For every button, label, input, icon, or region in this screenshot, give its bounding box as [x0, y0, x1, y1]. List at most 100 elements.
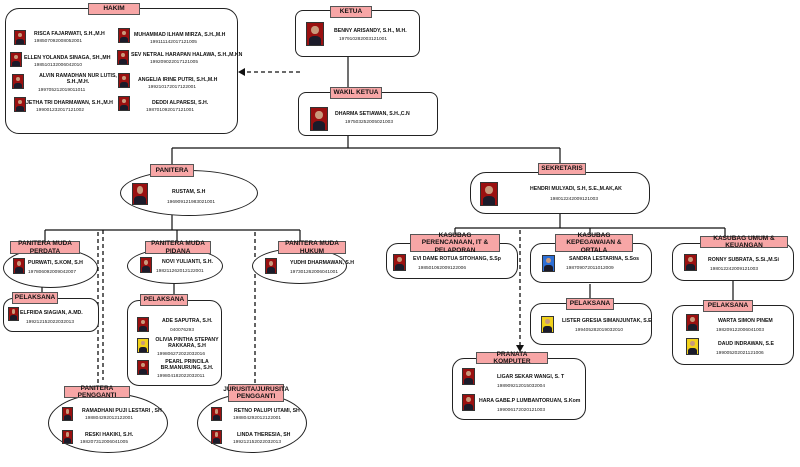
ks-ptip-title: KASUBAG PERENCANAAN, IT & PELAPORAN: [410, 232, 500, 254]
hakim-name-8: DEDDI ALPARESI, S.H.: [152, 100, 209, 106]
ks-ptip-nip: 198501062009122006: [418, 266, 467, 271]
hakim-name-4: SEV NETRAL HARAPAN HALAWA, S.H.,M.KN: [131, 52, 243, 58]
pm-pidana-title: PANITERA MUDA PIDANA: [145, 240, 211, 255]
jsp-photo-2: [211, 430, 222, 444]
prakom-nip-1: 198909212015032004: [497, 384, 546, 389]
pp-photo-1: [62, 407, 73, 421]
pm-pidana-name: NOVI YULIANTI, S.H.: [162, 259, 213, 265]
prakom-photo-2: [462, 394, 475, 411]
jsp-nip-2: 199212152022032013: [233, 440, 282, 445]
ks-kepeg-name: SANDRA LESTARINA, S.Sos: [569, 256, 640, 262]
wakil-ketua-title: WAKIL KETUA: [330, 87, 382, 99]
sekretaris-name: HENDRI MULYADI, S.H, S.E.,M.AK,AK: [530, 186, 622, 192]
pel-pidana-name-1: ADE SAPUTRA, S.H.: [162, 318, 213, 324]
hakim-photo-6: [118, 73, 130, 88]
hakim-photo-5: [12, 74, 24, 89]
hakim-name-2: MUHAMMAD ILHAM MIRZA, S.H.,M.H: [134, 32, 226, 38]
ketua-title: KETUA: [330, 6, 372, 18]
ks-umum-title: KASUBAG UMUM & KEUANGAN: [700, 235, 788, 249]
pel-umum-photo-1: [686, 314, 699, 331]
prakom-title: PRANATA KOMPUTER: [476, 351, 548, 365]
ks-kepeg-title: KASUBAG KEPEGAWAIAN & ORTALA: [555, 232, 633, 254]
pm-hukum-title: PANITERA MUDA HUKUM: [278, 240, 346, 255]
wakil-ketua-photo: [310, 107, 328, 131]
ks-kepeg-photo: [542, 255, 555, 272]
pel-perdata-name: ELFRIDA SIAGIAN, A.MD.: [20, 310, 83, 316]
jsp-title: JURUSITA/JURUSITA PENGGANTI: [223, 384, 290, 402]
hakim-nip-7: 199001232017121002: [36, 108, 85, 113]
hakim-nip-2: 199111142017121005: [150, 40, 197, 45]
hakim-photo-4: [117, 50, 129, 65]
prakom-name-2: HARA GABE.P LUMBANTORUAN, S.Kom: [479, 398, 581, 404]
pel-pidana-photo-2: [137, 338, 149, 353]
pel-kepeg-photo: [541, 316, 554, 333]
ks-umum-nip: 198012242009121003: [710, 267, 759, 272]
hakim-nip-1: 198507092008052001: [34, 39, 83, 44]
pp-nip-2: 198207312006041005: [80, 440, 129, 445]
pp-nip-1: 198804292012122001: [85, 416, 134, 421]
hakim-nip-5: 199705212019011011: [38, 88, 86, 93]
pp-name-2: RESKI HAKIKI, S.H.: [85, 432, 134, 438]
prakom-photo-1: [462, 368, 475, 385]
pel-umum-nip-2: 199005202021121006: [716, 351, 764, 356]
ks-ptip-photo: [393, 254, 406, 271]
pel-perdata-photo: [8, 307, 19, 321]
pel-perdata-nip: 199212152022032013: [26, 320, 75, 325]
pm-hukum-nip: 197301262006041001: [290, 270, 339, 275]
ks-kepeg-nip: 198709072011012009: [566, 266, 614, 271]
hakim-nip-4: 199209022017121005: [150, 60, 199, 65]
wakil-ketua-name: DHARMA SETIAWAN, S.H.,C.N: [335, 111, 410, 117]
ks-umum-photo: [684, 254, 697, 271]
pel-kepeg-nip: 199405282019032010: [575, 328, 624, 333]
panitera-nip: 196909121983021001: [167, 200, 216, 205]
pp-title: PANITERA PENGGANTI: [64, 385, 130, 399]
hakim-title: HAKIM: [88, 3, 140, 15]
panitera-title: PANITERA: [150, 164, 194, 177]
pel-umum-title: PELAKSANA: [703, 300, 753, 312]
ks-umum-name: RONNY SUBRATA, S.Si.,M.Si: [708, 257, 779, 263]
hakim-photo-3: [10, 52, 22, 67]
hakim-nip-8: 198701092017121001: [146, 108, 195, 113]
pm-hukum-photo: [265, 258, 277, 274]
jsp-photo-1: [211, 407, 222, 421]
pm-perdata-title: PANITERA MUDA PERDATA: [10, 240, 80, 255]
pm-pidana-nip: 198211262012122001: [156, 269, 204, 274]
pel-pidana-name-3: PEARL PRINCILA BR.MANURUNG, S.H.: [160, 359, 214, 371]
pel-pidana-nip-2: 199806272022032016: [157, 352, 206, 357]
hakim-photo-8: [118, 96, 130, 111]
pel-pidana-nip-3: 199804182022032011: [157, 374, 205, 379]
jsp-nip-1: 198804292012122001: [233, 416, 282, 421]
sekretaris-photo: [480, 182, 498, 206]
sekretaris-box: [470, 172, 650, 214]
hakim-name-7: JETHA TRI DHARMAWAN, S.H.,M.H: [26, 100, 113, 106]
hakim-name-3: ELLEN YOLANDA SINAGA, SH.,MH: [24, 55, 111, 61]
pel-pidana-photo-3: [137, 360, 149, 375]
pel-kepeg-title: PELAKSANA: [566, 298, 614, 310]
panitera-name: RUSTAM, S.H: [172, 189, 206, 195]
ketua-nip: 197910282003121001: [339, 37, 388, 42]
hakim-name-1: RISCA FAJARWATI, S.H.,M.H: [34, 31, 105, 37]
ketua-name: BENNY ARISANDY, S.H., M.H.: [334, 28, 407, 34]
pp-photo-2: [62, 430, 73, 444]
pp-name-1: RAMADHANI PUJI LESTARI , SH: [82, 408, 162, 414]
sekretaris-title: SEKRETARIS: [538, 163, 586, 175]
prakom-name-1: LIGAR SEKAR WANGI, S. T: [497, 374, 565, 380]
ks-ptip-name: EVI DAME ROTUA SITOHANG, S.Sp: [413, 256, 501, 262]
hakim-name-6: ANGELIA IRINE PUTRI, S.H.,M.H: [138, 77, 218, 83]
pel-pidana-title: PELAKSANA: [140, 294, 188, 306]
pel-pidana-nip-1: 040076293: [170, 328, 195, 333]
jsp-name-1: RETNO PALUPI UTAMI, SH: [234, 408, 300, 414]
pel-umum-nip-1: 198209122006041003: [716, 328, 765, 333]
hakim-photo-7: [14, 97, 26, 112]
prakom-nip-2: 199006172020121003: [497, 408, 546, 413]
hakim-photo-2: [118, 28, 130, 43]
hakim-nip-3: 198510132006042010: [34, 63, 83, 68]
pm-pidana-photo: [140, 257, 152, 273]
pm-perdata-name: PURWATI, S.KOM, S.H: [28, 260, 83, 266]
pel-pidana-photo-1: [137, 317, 149, 332]
hakim-nip-6: 199210172017122001: [148, 85, 197, 90]
pel-perdata-title: PELAKSANA: [12, 292, 58, 304]
pel-umum-name-1: WARTA SIMON PINEM: [718, 318, 773, 324]
sekretaris-nip: 198012242009121003: [550, 197, 599, 202]
